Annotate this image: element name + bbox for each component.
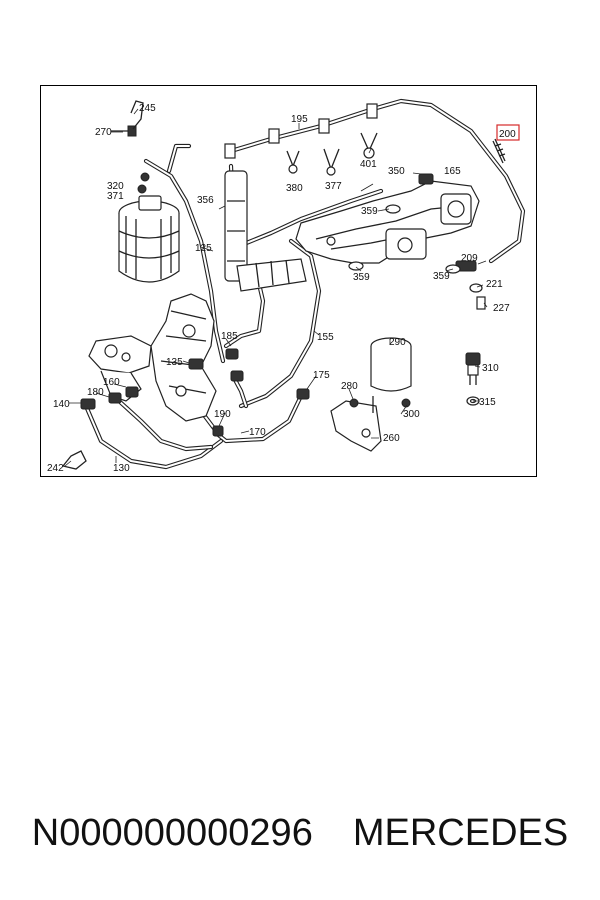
clip-245	[130, 100, 144, 130]
fuel-rail	[295, 180, 480, 264]
high-pressure-pump	[88, 293, 217, 422]
clamp-401	[360, 132, 378, 159]
label-125: 125	[195, 243, 212, 254]
label-130: 130	[113, 463, 130, 474]
connector-135	[188, 358, 204, 370]
label-140: 140	[53, 399, 70, 410]
parts-diagram: 245 270 195 200 320 371 356 125 380 377 …	[47, 98, 526, 474]
label-359-a: 359	[361, 206, 378, 217]
label-165: 165	[444, 166, 461, 177]
label-380: 380	[286, 183, 303, 194]
label-401: 401	[360, 159, 377, 170]
highlight-box-200	[496, 124, 520, 141]
label-315: 315	[479, 397, 496, 408]
label-350: 350	[388, 166, 405, 177]
screw-200	[492, 138, 506, 164]
bracket-260	[330, 337, 412, 452]
label-242: 242	[47, 463, 64, 474]
connector-165	[418, 173, 434, 185]
label-310: 310	[482, 363, 499, 374]
label-320: 320	[107, 181, 124, 192]
connector-180	[108, 392, 122, 404]
footer-caption: N000000000296 MERCEDES	[0, 808, 600, 858]
parts-diagram-frame: 245 270 195 200 320 371 356 125 380 377 …	[40, 85, 537, 477]
bolt-227	[476, 296, 486, 310]
connector-185	[225, 348, 244, 382]
label-245: 245	[139, 103, 156, 114]
label-300: 300	[403, 409, 420, 420]
connector-190	[212, 425, 224, 437]
label-359-b: 359	[353, 272, 370, 283]
label-356: 356	[197, 195, 214, 206]
bolt-270	[111, 125, 137, 137]
connector-140	[80, 398, 96, 410]
label-185: 185	[221, 331, 238, 342]
label-227: 227	[493, 303, 510, 314]
label-359-c: 359	[433, 271, 450, 282]
label-377: 377	[325, 181, 342, 192]
clamp-380	[286, 150, 300, 174]
washer-221	[469, 283, 483, 293]
connector-195	[224, 103, 378, 159]
clamp-359	[348, 204, 461, 274]
injector	[224, 170, 307, 292]
label-290: 290	[389, 337, 406, 348]
label-135: 135	[166, 357, 183, 368]
label-260: 260	[383, 433, 400, 444]
label-270: 270	[95, 127, 112, 138]
brand-name: MERCEDES	[352, 811, 569, 854]
label-280: 280	[341, 381, 358, 392]
label-190: 190	[214, 409, 231, 420]
label-209: 209	[461, 253, 478, 264]
label-371: 371	[107, 191, 124, 202]
label-175: 175	[313, 370, 330, 381]
fuel-filter	[118, 172, 180, 283]
label-170: 170	[249, 427, 266, 438]
label-155: 155	[317, 332, 334, 343]
connector-175	[296, 388, 310, 400]
pressure-sensor-310	[465, 352, 481, 406]
clamp-377	[323, 148, 340, 176]
connector-160	[125, 386, 139, 398]
part-number: N000000000296	[31, 811, 313, 854]
label-195: 195	[291, 114, 308, 125]
label-200: 200	[499, 129, 516, 140]
label-160: 160	[103, 377, 120, 388]
label-180: 180	[87, 387, 104, 398]
label-221: 221	[486, 279, 503, 290]
bracket-242	[61, 450, 87, 470]
